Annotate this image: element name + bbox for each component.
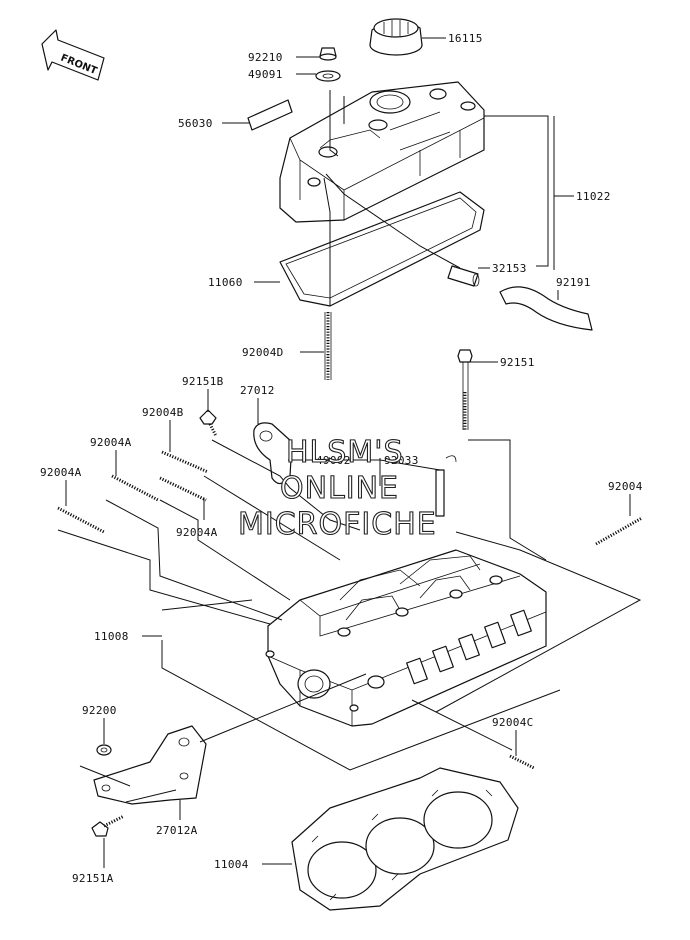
label-49002: 49002 bbox=[316, 454, 351, 467]
label-92004d: 92004D bbox=[242, 346, 284, 359]
label-92004: 92004 bbox=[608, 480, 643, 493]
stud-92004a-left bbox=[57, 506, 105, 534]
label-27012a: 27012A bbox=[156, 824, 198, 837]
stud-92004b bbox=[161, 450, 209, 474]
label-92004a-2: 92004A bbox=[40, 466, 82, 479]
gasket-27012 bbox=[253, 422, 293, 485]
caution-label bbox=[247, 99, 293, 131]
clip-92033 bbox=[445, 455, 457, 463]
stud-92004 bbox=[595, 516, 643, 546]
label-92151a: 92151A bbox=[72, 872, 114, 885]
label-92004b: 92004B bbox=[142, 406, 184, 419]
label-32153: 32153 bbox=[492, 262, 527, 275]
hanger-bracket bbox=[93, 725, 207, 805]
label-92004a-3: 92004A bbox=[176, 526, 218, 539]
watermark-line-3: MICROFICHE bbox=[238, 507, 437, 542]
front-direction-arrow: FRONT bbox=[41, 29, 105, 81]
stud-92004c bbox=[509, 754, 535, 770]
oil-filler-cap bbox=[369, 18, 423, 56]
breather-hose bbox=[499, 286, 593, 331]
label-56030: 56030 bbox=[178, 117, 213, 130]
head-gasket bbox=[291, 767, 519, 911]
reference-lines bbox=[57, 90, 642, 803]
cylinder-head bbox=[265, 549, 547, 727]
cover-gasket bbox=[279, 191, 485, 307]
label-92210: 92210 bbox=[248, 51, 283, 64]
bolt-92151b bbox=[199, 409, 218, 437]
breather-pipe bbox=[447, 265, 480, 287]
stud-92004a-upper bbox=[111, 474, 159, 502]
label-11004: 11004 bbox=[214, 858, 249, 871]
label-92200: 92200 bbox=[82, 704, 117, 717]
bolt-92151 bbox=[457, 349, 473, 430]
stud-92004a-middle bbox=[159, 476, 207, 502]
part-number-labels: 16115 92210 49091 56030 11022 11060 3215… bbox=[40, 32, 643, 885]
label-11008: 11008 bbox=[94, 630, 129, 643]
label-92191: 92191 bbox=[556, 276, 591, 289]
leader-lines bbox=[65, 37, 631, 868]
label-92004c: 92004C bbox=[492, 716, 534, 729]
label-92004a-1: 92004A bbox=[90, 436, 132, 449]
label-16115: 16115 bbox=[448, 32, 483, 45]
cylinder-head-cover bbox=[279, 81, 485, 223]
label-27012: 27012 bbox=[240, 384, 275, 397]
watermark-line-1: HLSM'S bbox=[286, 435, 404, 470]
label-11060: 11060 bbox=[208, 276, 243, 289]
cover-nut-and-washer bbox=[315, 47, 341, 82]
label-11022: 11022 bbox=[576, 190, 611, 203]
bolt-92151a bbox=[91, 814, 125, 837]
dowel-pin bbox=[435, 469, 445, 517]
watermark-line-2: ONLINE bbox=[280, 471, 399, 506]
label-92151: 92151 bbox=[500, 356, 535, 369]
washer-92200 bbox=[96, 744, 112, 756]
label-92033: 92033 bbox=[384, 454, 419, 467]
label-49091: 49091 bbox=[248, 68, 283, 81]
stud-92004d bbox=[324, 312, 332, 380]
label-92151b: 92151B bbox=[182, 375, 224, 388]
watermark: HLSM'S ONLINE MICROFICHE bbox=[237, 434, 437, 542]
